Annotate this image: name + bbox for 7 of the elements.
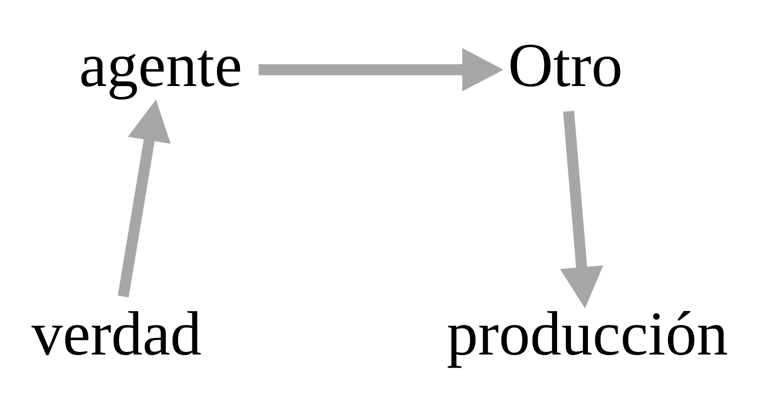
arrow	[560, 110, 604, 308]
node-text: Otro	[508, 30, 623, 100]
arrow	[118, 100, 171, 298]
arrow	[258, 48, 504, 92]
node-text: verdad	[31, 298, 202, 368]
node-text: producción	[446, 298, 728, 368]
node-text: agente	[79, 30, 242, 100]
